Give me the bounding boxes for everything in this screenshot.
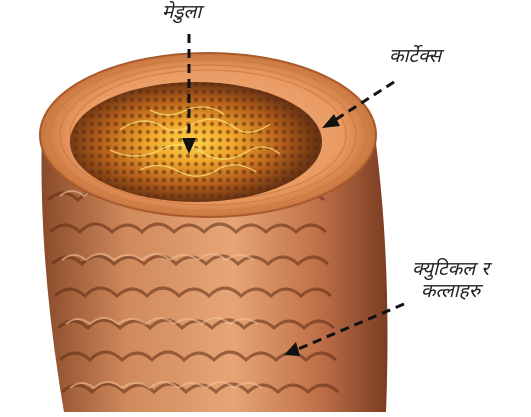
cuticle-label-line1: क्युटिकल र bbox=[412, 259, 489, 281]
cuticle-label: क्युटिकल र कत्लाहरु bbox=[412, 259, 489, 303]
cortex-label: कार्टेक्स bbox=[389, 46, 441, 68]
cuticle-label-line2: कत्लाहरु bbox=[412, 281, 489, 303]
medulla-label: मेडुला bbox=[162, 2, 201, 24]
